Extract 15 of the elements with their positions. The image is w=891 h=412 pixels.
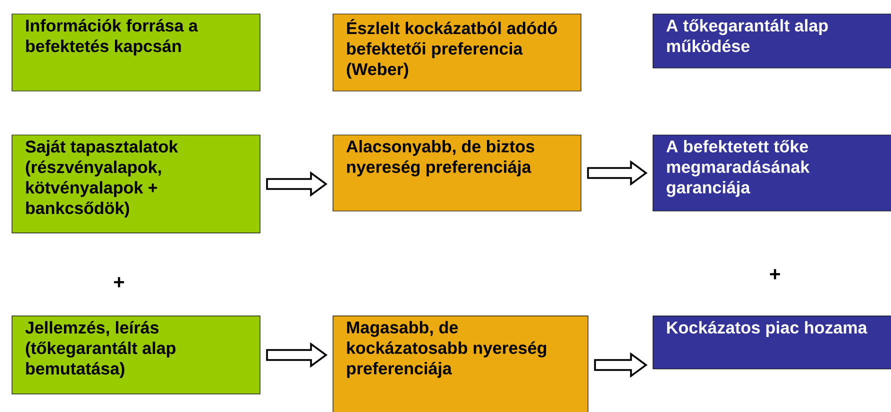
plus-sign: + [114,277,124,288]
outcome-box: A tőkegarantált alap működése [652,14,891,68]
block-arrow [266,171,328,197]
block-arrow [266,342,328,368]
preference-box: Magasabb, de kockázatosabb nyereség preferenciája [332,316,588,412]
outcome-box: Kockázatos piac hozama [652,316,891,370]
source-box: Jellemzés, leírás (tőkegarantált alap bemutatása) [12,316,260,394]
source-box: Saját tapasztalatok (részvényalapok, kötvényalapok + bankcsődök) [12,134,260,234]
preference-box: Alacsonyabb, de biztos nyereség preferenciája [332,134,582,212]
block-arrow [587,160,648,186]
preference-box: Észlelt kockázatból adódó befektetői preferencia (Weber) [332,14,582,92]
plus-sign: + [770,269,780,280]
outcome-box: A befektetett tőke megmaradásának garanciája [652,134,891,212]
block-arrow [594,352,648,378]
source-box: Információk forrása a befektetés kapcsán [12,14,260,92]
